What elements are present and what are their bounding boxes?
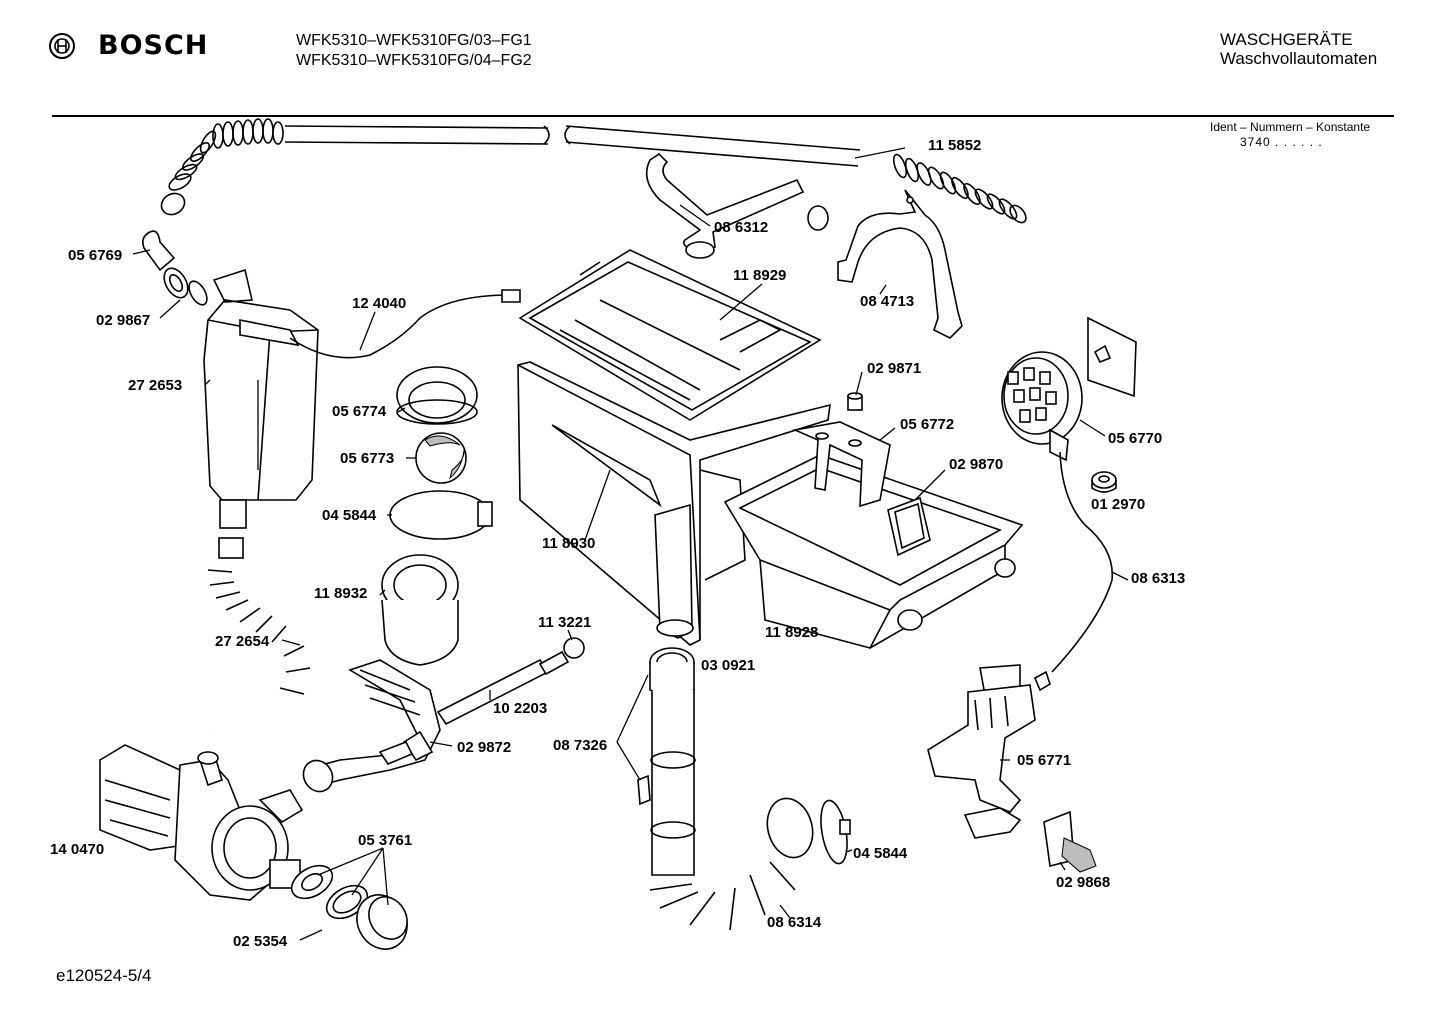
part-label-118929: 11 8929: [733, 267, 786, 284]
pipe-030921-drawing: [649, 647, 695, 696]
seal-053761-drawing: [290, 864, 369, 920]
ball-056773-drawing: [415, 432, 467, 484]
part-label-029872: 02 9872: [457, 739, 511, 756]
part-label-087326: 08 7326: [553, 737, 607, 754]
drain-pump-140470-drawing: [99, 744, 304, 901]
ident-label: Ident – Nummern – Konstante: [1210, 120, 1371, 134]
part-label-086313: 08 6313: [1131, 570, 1185, 587]
part-label-029871: 02 9871: [867, 360, 921, 377]
part-label-272653: 27 2653: [128, 377, 182, 394]
part-label-084713: 08 4713: [860, 293, 914, 310]
hose-086312-drawing: [645, 152, 829, 259]
part-label-124040: 12 4040: [352, 295, 406, 312]
drawing-id: e120524-5/4: [56, 966, 152, 985]
part-label-045844-top: 04 5844: [322, 507, 377, 524]
detergent-tank-272653-drawing: [203, 268, 319, 529]
dispenser-tray-118928-drawing: [723, 454, 1024, 649]
dispenser-lid-118929-drawing: [518, 249, 822, 421]
part-label-056771: 05 6771: [1017, 752, 1071, 769]
bosch-logo-icon: [49, 33, 75, 59]
part-label-045844-bottom: 04 5844: [853, 845, 908, 862]
part-label-115852: 11 5852: [928, 137, 981, 154]
part-label-118928: 11 8928: [765, 624, 818, 641]
leader-lines: [132, 147, 1129, 941]
part-label-140470: 14 0470: [50, 841, 104, 858]
brand-name: BOSCH: [98, 30, 209, 61]
bracket-084713-drawing: [837, 189, 963, 339]
ident-value: 3740 . . . . . .: [1240, 135, 1323, 149]
category-subtitle: Waschvollautomaten: [1220, 49, 1378, 68]
part-label-056770: 05 6770: [1108, 430, 1162, 447]
category-title: WASCHGERÄTE: [1220, 30, 1353, 49]
part-label-029868: 02 9868: [1056, 874, 1110, 891]
header-divider: [52, 115, 1394, 117]
part-label-056773: 05 6773: [340, 450, 394, 467]
part-label-025354: 02 5354: [233, 933, 288, 950]
nut-029871-drawing: [847, 392, 863, 411]
part-label-012970: 01 2970: [1091, 496, 1145, 513]
part-label-030921: 03 0921: [701, 657, 755, 674]
hose-124040-drawing: [289, 294, 511, 359]
pipe-087326-drawing: [637, 690, 696, 876]
rod-102203-drawing: [436, 637, 585, 726]
valve-029868-drawing: [1043, 810, 1097, 873]
seal-056772-drawing: [792, 421, 891, 508]
clamp-045844b-drawing: [820, 799, 851, 865]
part-label-056772: 05 6772: [900, 416, 954, 433]
model-line-1: WFK5310–WFK5310FG/03–FG1: [296, 32, 532, 49]
part-label-029867: 02 9867: [96, 312, 150, 329]
part-label-029870: 02 9870: [949, 456, 1003, 473]
model-line-2: WFK5310–WFK5310FG/04–FG2: [296, 52, 532, 69]
part-label-056774: 05 6774: [332, 403, 387, 420]
clamp-045844a-drawing: [389, 490, 493, 540]
part-label-113221: 11 3221: [538, 614, 591, 631]
cap-029872-drawing: [378, 730, 434, 765]
part-number-labels: 11 5852 08 6312 11 8929 08 4713 05 6769 …: [50, 137, 1185, 950]
hose-end-124040: [501, 289, 521, 303]
hose-272654-drawing: [202, 537, 311, 737]
hose-086314-drawing: [647, 797, 821, 933]
part-label-102203: 10 2203: [493, 700, 547, 717]
air-trap-056771-drawing: [927, 664, 1051, 839]
drawer-housing-118930-drawing: [517, 361, 831, 646]
drain-hose-drawing: [160, 118, 1027, 224]
hose-086313-drawing: [1051, 451, 1114, 673]
part-label-053761: 05 3761: [358, 832, 412, 849]
part-label-086312: 08 6312: [714, 219, 768, 236]
seal-056774-drawing: [396, 366, 478, 425]
ring-012970-drawing: [1091, 471, 1117, 493]
part-label-272654: 27 2654: [215, 633, 270, 650]
part-label-056769: 05 6769: [68, 247, 122, 264]
pressure-switch-056770-drawing: [1001, 316, 1137, 462]
part-label-086314: 08 6314: [767, 914, 822, 931]
part-label-118932: 11 8932: [314, 585, 367, 602]
elbow-056769-drawing: [142, 230, 208, 306]
part-label-118930: 11 8930: [542, 535, 595, 552]
pump-cap-drawing: [356, 894, 408, 950]
